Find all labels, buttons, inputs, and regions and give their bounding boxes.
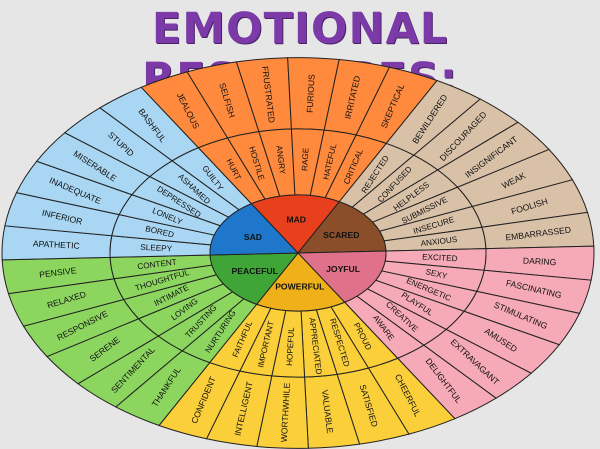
outer-label-worthwhile: WORTHWHILE <box>279 382 292 442</box>
outer-label-daring: DARING <box>523 255 557 267</box>
middle-label-hopeful: HOPEFUL <box>285 327 296 367</box>
wheel-segment-powerful <box>158 252 456 449</box>
middle-label-rage: RAGE <box>300 147 310 171</box>
middle-label-angry: ANGRY <box>274 145 287 175</box>
wheel-segment-sad <box>1 86 300 261</box>
middle-label-sleepy: SLEEPY <box>140 243 173 254</box>
middle-label-excited: EXCITED <box>422 252 458 263</box>
outer-label-pensive: PENSIVE <box>39 265 77 279</box>
core-wedge-sad <box>209 203 300 256</box>
core-label-joyful: JOYFUL <box>326 264 360 274</box>
wheel-segment-mad <box>140 57 438 254</box>
core-label-sad: SAD <box>244 232 262 242</box>
core-label-mad: MAD <box>286 214 306 224</box>
outer-label-apathetic: APATHETIC <box>33 238 80 250</box>
core-label-scared: SCARED <box>323 230 359 240</box>
outer-label-furious: FURIOUS <box>305 74 317 113</box>
core-label-powerful: POWERFUL <box>275 282 324 292</box>
wheel-segment-peaceful <box>1 252 300 427</box>
core-label-peaceful: PEACEFUL <box>232 266 278 276</box>
wheel-segment-scared <box>296 79 595 254</box>
wheel-segment-joyful <box>296 245 595 420</box>
middle-label-anxious: ANXIOUS <box>420 235 458 248</box>
